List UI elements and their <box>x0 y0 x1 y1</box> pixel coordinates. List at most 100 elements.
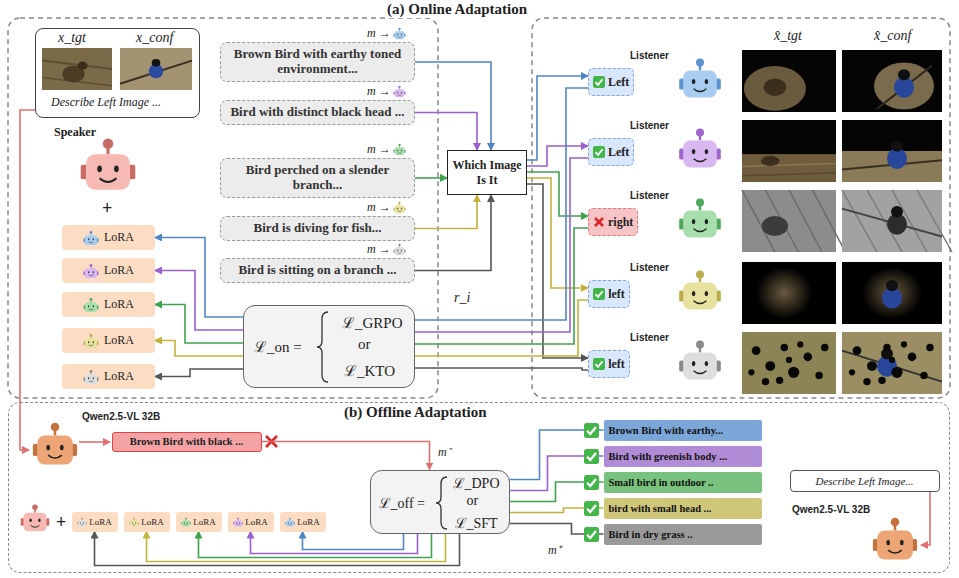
robot-eye <box>236 522 238 523</box>
accepted-description: bird with small head ... <box>604 498 762 519</box>
robot-antenna <box>398 144 400 146</box>
connector <box>415 88 588 320</box>
robot-icon <box>393 201 406 214</box>
robot-eye <box>401 34 402 35</box>
robot-icon <box>679 58 721 97</box>
lora-adapter: LoRA <box>176 512 222 532</box>
robot-mouth <box>89 241 94 242</box>
robot-eye <box>83 522 85 523</box>
connector <box>415 368 588 370</box>
node-text: bird with small head ... <box>609 503 712 514</box>
curly-brace <box>316 310 330 384</box>
robot-mouth <box>81 523 84 525</box>
robot-mouth <box>89 344 94 345</box>
lora-adapter: LoRA <box>62 225 155 250</box>
photo-part <box>744 66 806 111</box>
loss-box: ℒ_off =ℒ_DPOorℒ_SFT <box>370 470 510 534</box>
photo-part <box>842 190 942 252</box>
robot-icon <box>83 263 99 279</box>
model-label: Qwen2.5-VL 32B <box>80 411 162 423</box>
check-icon <box>593 288 605 300</box>
robot-head <box>394 248 404 256</box>
robot-head <box>287 520 295 526</box>
robot-antenna <box>51 423 60 432</box>
photo-part <box>862 267 922 319</box>
node-text: LoRA <box>141 517 164 527</box>
robot-icon <box>233 517 243 527</box>
photo-part <box>813 190 846 252</box>
photo-part <box>889 357 895 363</box>
answer-box: Left <box>588 138 634 166</box>
photo <box>42 48 112 90</box>
node-text: LoRA <box>104 297 134 312</box>
connector <box>415 195 477 228</box>
connector <box>527 146 588 166</box>
label-text: Qwen2.5-VL 32B <box>82 411 160 423</box>
photo-part <box>742 173 836 176</box>
robot-mouth <box>31 525 40 527</box>
message-label: m → <box>365 85 408 99</box>
connector <box>199 532 432 558</box>
robot-icon <box>81 138 136 189</box>
photo <box>842 120 942 182</box>
robot-eye <box>397 208 398 209</box>
label-text: Listener <box>630 190 669 202</box>
node-text: Describe Left Image ... <box>51 95 161 110</box>
robot-antenna <box>32 504 38 510</box>
photo-part <box>742 332 836 394</box>
robot-icon <box>84 298 99 312</box>
robot-mouth <box>289 523 292 525</box>
lora-adapter: LoRA <box>62 258 155 283</box>
robot-eye <box>705 291 709 296</box>
photo-part <box>786 357 792 363</box>
robot-eye <box>88 271 89 273</box>
photo-part <box>120 48 192 90</box>
robot-head <box>394 148 404 156</box>
section-panel <box>8 18 438 398</box>
lora-adapter: LoRA <box>280 512 326 532</box>
robot-head <box>85 338 97 348</box>
accepted-description: Brown Bird with earthy... <box>604 420 762 441</box>
image-header: x̂_tgt <box>772 28 804 44</box>
label-text: m → <box>367 243 391 257</box>
robot-eye <box>93 271 94 273</box>
robot-eye <box>705 361 709 366</box>
check-icon <box>584 475 599 490</box>
robot-eye <box>46 445 50 450</box>
message-label: m → <box>365 27 408 41</box>
robot-antenna <box>398 202 400 204</box>
robot-head <box>394 206 404 214</box>
photo-part <box>815 372 822 379</box>
photo-part <box>849 369 855 375</box>
photo <box>842 332 942 394</box>
message-label: m → <box>365 143 408 157</box>
speaker-label: Speaker <box>52 126 98 140</box>
connector <box>415 177 447 179</box>
photo-part <box>891 367 902 378</box>
robot-head <box>86 154 130 190</box>
robot-icon <box>83 230 99 246</box>
connector <box>155 305 243 344</box>
robot-icon <box>393 144 405 155</box>
message-label: m⁻ <box>436 446 453 460</box>
connector <box>415 62 491 150</box>
leader-line <box>79 441 110 443</box>
robot-eye <box>705 149 709 154</box>
node-text: ℒ_off = <box>379 493 425 512</box>
check-mark <box>587 505 596 512</box>
plus-sign: + <box>54 512 68 533</box>
robot-icon <box>285 517 295 527</box>
reward-label: r_i <box>452 290 472 306</box>
node-text: LoRA <box>297 517 320 527</box>
label-text: r_i <box>454 290 470 306</box>
robot-eye <box>397 34 398 35</box>
robot-eye <box>397 92 398 93</box>
connector <box>415 228 588 344</box>
robot-eye <box>80 522 82 523</box>
robot-eye <box>38 519 40 523</box>
robot-eye <box>93 238 94 240</box>
photo <box>742 50 836 112</box>
photo-part <box>742 50 836 112</box>
robot-icon <box>679 270 721 309</box>
label-text: Listener <box>630 50 669 62</box>
